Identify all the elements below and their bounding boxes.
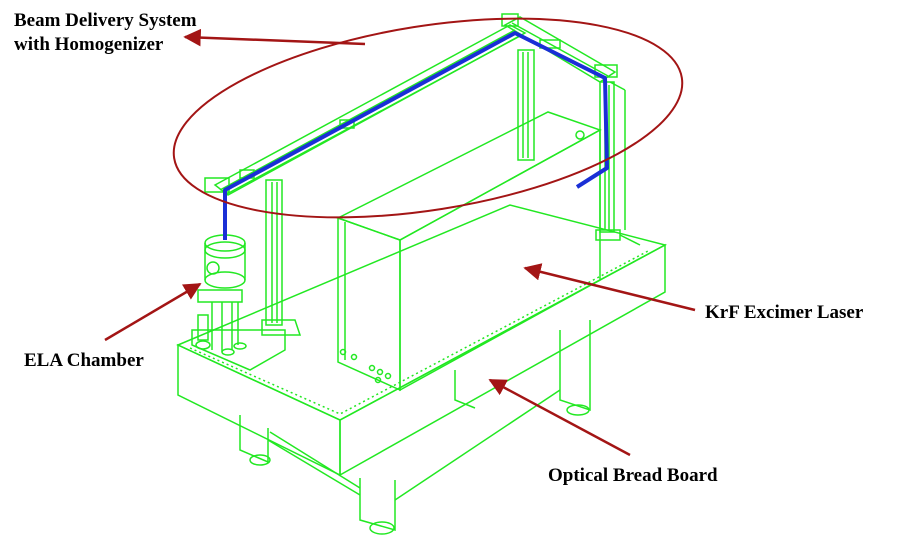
beam-delivery-highlight xyxy=(172,17,684,219)
ela-chamber xyxy=(191,234,286,371)
beam-tube xyxy=(223,31,609,240)
beam-arrow xyxy=(183,28,366,47)
beam-delivery-label-line2: with Homogenizer xyxy=(14,34,164,55)
bread-board-arrow xyxy=(488,378,631,457)
bread-board-label: Optical Bread Board xyxy=(548,465,718,486)
laser-arrow xyxy=(523,263,696,312)
annotation-arrows xyxy=(104,28,696,457)
ela-arrow xyxy=(104,282,202,342)
ela-chamber-label: ELA Chamber xyxy=(24,350,144,371)
beam-delivery-label-line1: Beam Delivery System xyxy=(14,10,197,31)
krf-laser-label: KrF Excimer Laser xyxy=(705,302,864,323)
